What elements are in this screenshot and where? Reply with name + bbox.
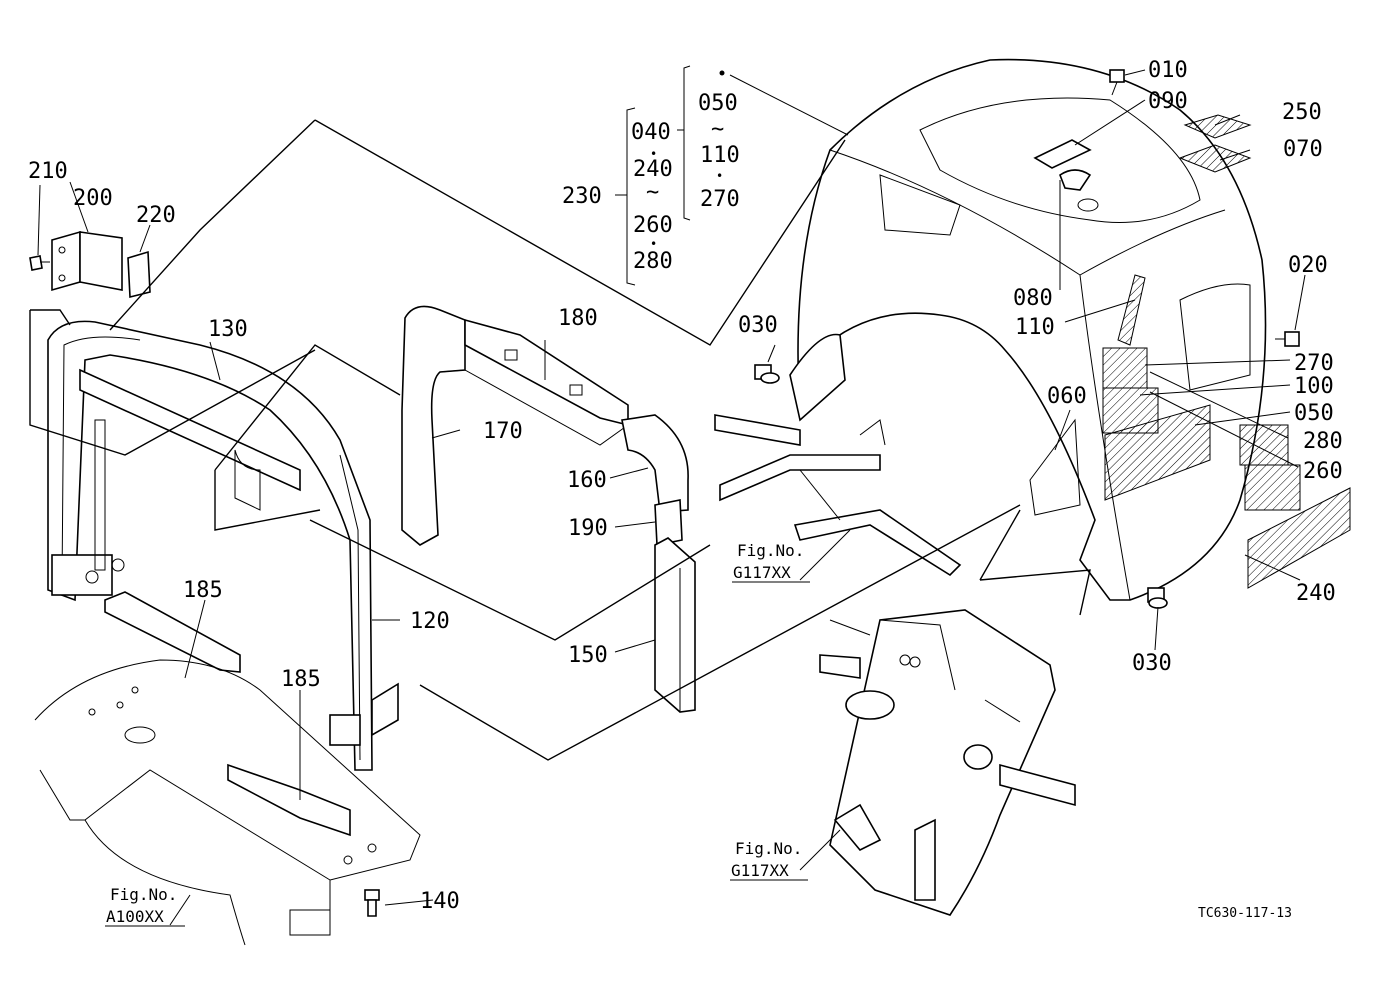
label-210: 210 xyxy=(28,159,68,184)
label-kit-260: 260 xyxy=(633,213,673,238)
label-kit-050: 050 xyxy=(698,91,738,116)
decal-050 xyxy=(1104,404,1211,501)
plate-090 xyxy=(1033,139,1092,169)
label-070: 070 xyxy=(1283,137,1323,162)
pad-160 xyxy=(621,414,689,513)
label-190: 190 xyxy=(568,516,608,541)
label-030-b: 030 xyxy=(1132,651,1172,676)
pad-150 xyxy=(654,537,696,713)
clip-080 xyxy=(1059,169,1092,191)
label-110: 110 xyxy=(1015,315,1055,340)
label-170: 170 xyxy=(483,419,523,444)
decal-070 xyxy=(1178,144,1252,173)
kit-group-labels: 230 040 • 240 ~ 260 • 280 050 ~ 110 • 27… xyxy=(562,70,740,274)
label-060: 060 xyxy=(1047,384,1087,409)
pad-190 xyxy=(654,499,683,546)
decal-250 xyxy=(1183,114,1252,139)
kit-dot-3: • xyxy=(716,169,723,183)
label-kit-270: 270 xyxy=(700,187,740,212)
label-010: 010 xyxy=(1148,58,1188,83)
label-100: 100 xyxy=(1294,374,1334,399)
part-labels: 010 020 030 030 050 060 070 080 090 100 … xyxy=(28,58,1343,914)
label-280: 280 xyxy=(1303,429,1343,454)
kit-tilde-2: ~ xyxy=(711,117,724,142)
drawing-code: TC630-117-13 xyxy=(1198,906,1292,921)
bolt-030-b xyxy=(1147,587,1168,609)
bracket-200 xyxy=(51,230,123,292)
kit-dot-1: • xyxy=(650,147,657,161)
bolt-140 xyxy=(364,889,380,917)
fig-ref-1-line1: Fig.No. xyxy=(737,541,804,560)
fig-ref-3-line1: Fig.No. xyxy=(110,885,177,904)
pad-185-a xyxy=(104,591,241,673)
label-kit-280: 280 xyxy=(633,249,673,274)
pad-170 xyxy=(401,305,466,546)
support-bracket-upper xyxy=(714,414,962,577)
label-020: 020 xyxy=(1288,253,1328,278)
decals xyxy=(1102,114,1351,589)
label-140: 140 xyxy=(420,889,460,914)
label-160: 160 xyxy=(567,468,607,493)
decal-270 xyxy=(1102,347,1148,389)
label-130: 130 xyxy=(208,317,248,342)
label-220: 220 xyxy=(136,203,176,228)
label-200: 200 xyxy=(73,186,113,211)
label-250: 250 xyxy=(1282,100,1322,125)
label-270: 270 xyxy=(1294,351,1334,376)
fig-ref-2-line2: G117XX xyxy=(731,861,789,880)
label-150: 150 xyxy=(568,643,608,668)
fig-ref-3-line2: A100XX xyxy=(106,907,164,926)
label-180: 180 xyxy=(558,306,598,331)
label-230: 230 xyxy=(562,184,602,209)
label-240: 240 xyxy=(1296,581,1336,606)
lower-support-frame xyxy=(819,609,1076,916)
bolt-010 xyxy=(1109,69,1125,96)
label-185-b: 185 xyxy=(281,667,321,692)
label-080: 080 xyxy=(1013,286,1053,311)
decal-240 xyxy=(1247,487,1351,589)
label-030-a: 030 xyxy=(738,313,778,338)
label-260: 260 xyxy=(1303,459,1343,484)
bolt-030-a xyxy=(754,364,780,384)
label-kit-240: 240 xyxy=(633,157,673,182)
decal-260 xyxy=(1244,464,1301,511)
kit-dot-marker xyxy=(719,70,725,76)
label-185-a: 185 xyxy=(183,578,223,603)
leader-lines xyxy=(29,65,1306,926)
fig-ref-1-line2: G117XX xyxy=(733,563,791,582)
label-090: 090 xyxy=(1148,89,1188,114)
fig-ref-2-line1: Fig.No. xyxy=(735,839,802,858)
label-kit-040: 040 xyxy=(631,120,671,145)
label-kit-110: 110 xyxy=(700,143,740,168)
figure-references: Fig.No. G117XX Fig.No. G117XX Fig.No. A1… xyxy=(105,541,810,927)
label-120: 120 xyxy=(410,609,450,634)
label-050: 050 xyxy=(1294,401,1334,426)
bolt-210 xyxy=(29,255,50,271)
bolt-020 xyxy=(1275,331,1300,347)
pad-220 xyxy=(127,250,151,299)
decal-280 xyxy=(1239,424,1289,466)
rops-frame xyxy=(47,320,399,771)
kit-dot-2: • xyxy=(650,237,657,251)
decal-110 xyxy=(1117,274,1146,346)
kit-tilde-1: ~ xyxy=(646,180,659,205)
